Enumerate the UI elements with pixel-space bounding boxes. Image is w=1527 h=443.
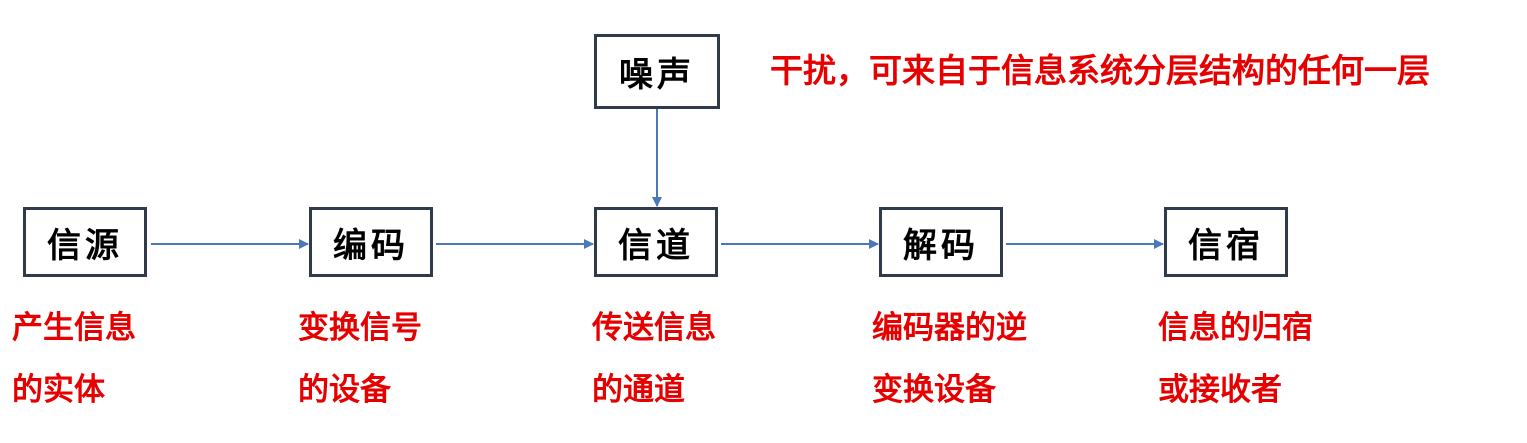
- channel-label: 信道: [618, 225, 694, 266]
- decoder-box: 解码: [879, 207, 1003, 277]
- noise-label: 噪声: [619, 55, 695, 95]
- source-description: 产生信息 的实体: [12, 297, 136, 421]
- source-desc-line-1: 产生信息: [12, 310, 136, 346]
- encoder-label: 编码: [333, 225, 409, 266]
- sink-description: 信息的归宿 或接收者: [1158, 297, 1313, 421]
- noise-box: 噪声: [594, 34, 720, 109]
- decoder-desc-line-1: 编码器的逆: [872, 310, 1027, 346]
- sink-box: 信宿: [1164, 207, 1288, 277]
- interference-note: 干扰，可来自于信息系统分层结构的任何一层: [770, 51, 1430, 90]
- sink-desc-line-1: 信息的归宿: [1158, 310, 1313, 346]
- decoder-description: 编码器的逆 变换设备: [872, 297, 1027, 421]
- encoder-box: 编码: [309, 207, 433, 277]
- sink-desc-line-2: 或接收者: [1158, 372, 1282, 408]
- encoder-description: 变换信号 的设备: [298, 297, 422, 421]
- channel-box: 信道: [594, 207, 718, 277]
- encoder-desc-line-1: 变换信号: [298, 310, 422, 346]
- source-label: 信源: [47, 225, 123, 266]
- channel-desc-line-2: 的通道: [592, 372, 685, 408]
- decoder-desc-line-2: 变换设备: [872, 372, 996, 408]
- source-box: 信源: [23, 207, 147, 277]
- decoder-label: 解码: [903, 225, 979, 266]
- sink-label: 信宿: [1188, 225, 1264, 266]
- encoder-desc-line-2: 的设备: [298, 372, 391, 408]
- source-desc-line-2: 的实体: [12, 372, 105, 408]
- channel-description: 传送信息 的通道: [592, 297, 716, 421]
- channel-desc-line-1: 传送信息: [592, 310, 716, 346]
